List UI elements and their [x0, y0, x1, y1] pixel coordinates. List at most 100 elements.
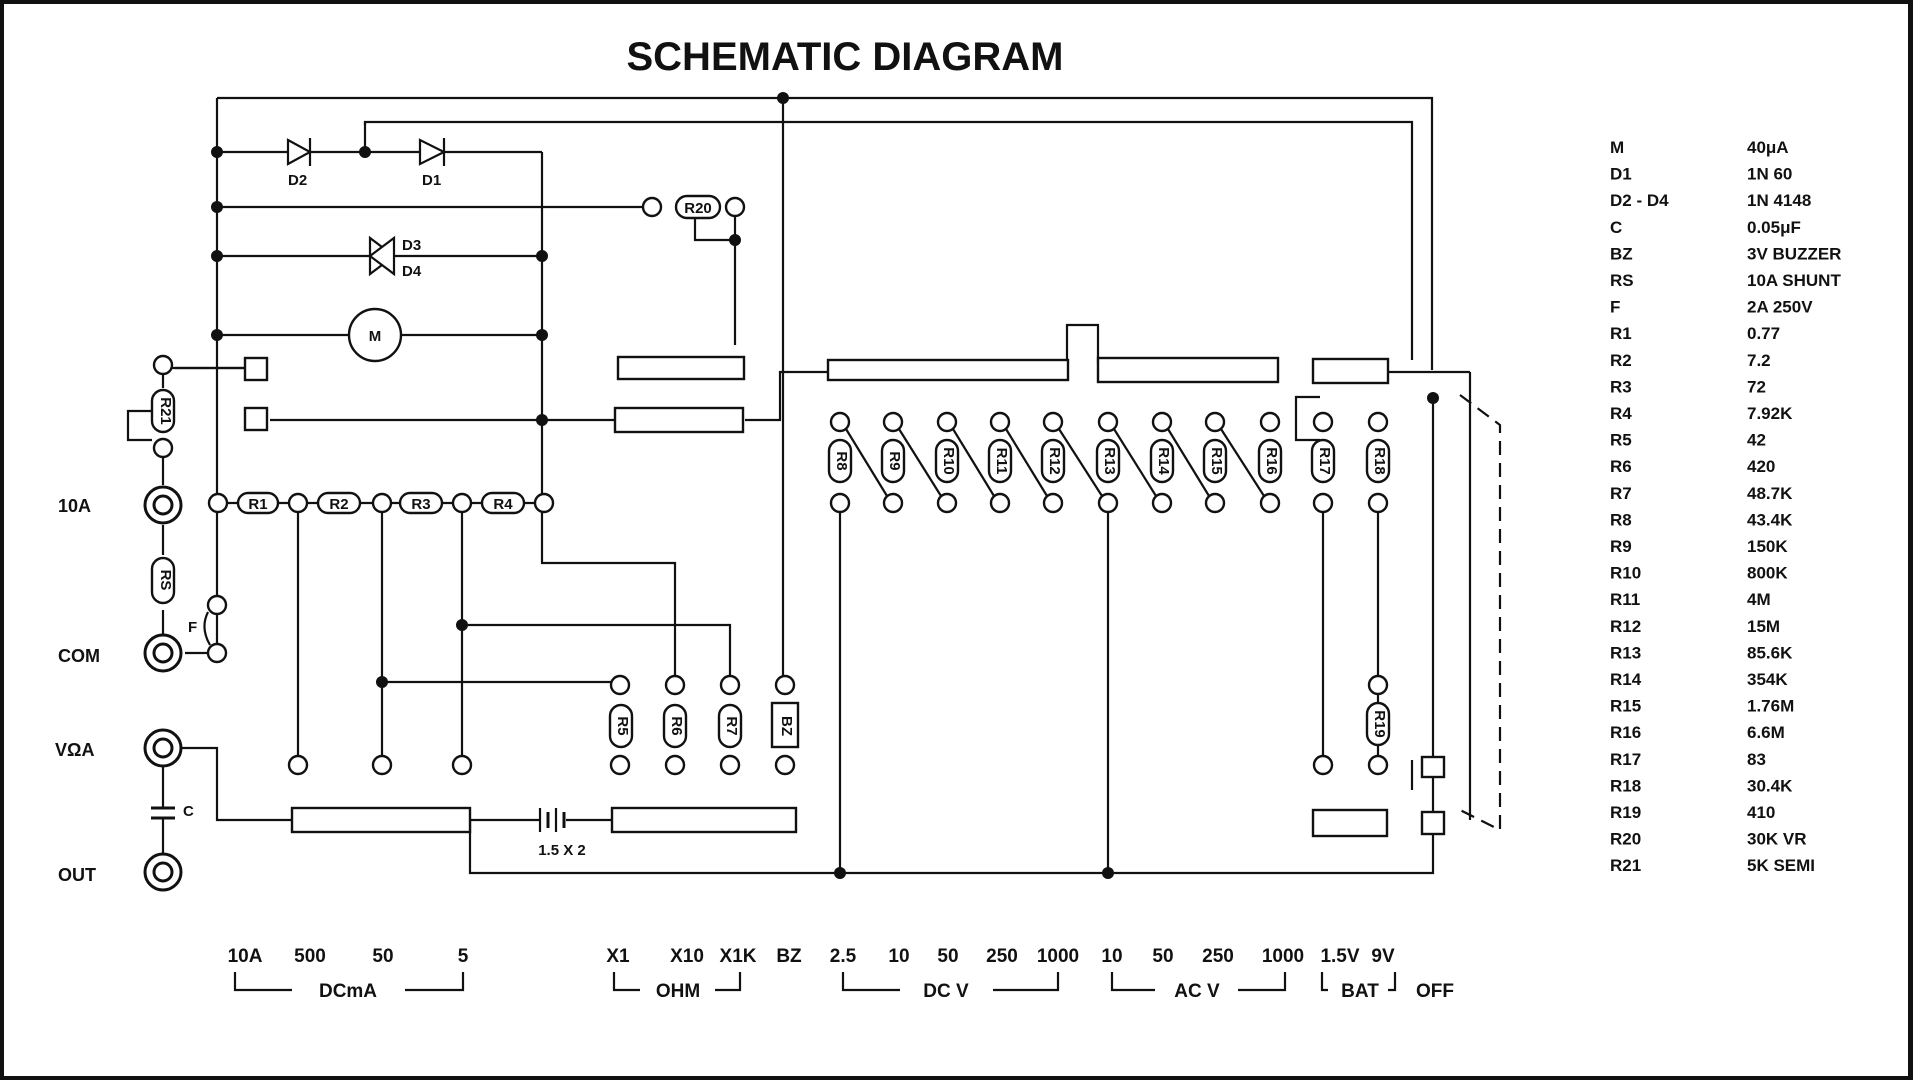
svg-text:BZ: BZ — [778, 716, 795, 736]
svg-text:R6: R6 — [668, 716, 685, 735]
legend-ref: R17 — [1610, 750, 1641, 769]
legend-ref: R7 — [1610, 484, 1632, 503]
legend-value: 42 — [1747, 431, 1766, 450]
resistor-r5: R5 — [608, 674, 634, 776]
legend-ref: R13 — [1610, 643, 1641, 662]
resistor-r15: R15 — [1202, 411, 1265, 514]
contact-strip — [616, 355, 746, 381]
svg-text:1.5V: 1.5V — [1320, 946, 1359, 967]
legend-ref: R8 — [1610, 510, 1632, 529]
resistor-label: R14 — [1155, 447, 1172, 475]
legend-ref: R16 — [1610, 723, 1641, 742]
legend-value: 10A SHUNT — [1747, 271, 1841, 290]
legend-row: R17 83 — [1610, 750, 1766, 769]
svg-text:R1: R1 — [248, 496, 267, 513]
contact-strip — [290, 806, 472, 834]
legend-value: 15M — [1747, 617, 1780, 636]
svg-text:OFF: OFF — [1416, 981, 1454, 1002]
resistor-r9: R9 — [880, 411, 942, 514]
resistor-r6: R6 — [662, 674, 688, 776]
meter-m: M — [347, 307, 403, 363]
svg-text:500: 500 — [294, 946, 326, 967]
legend-value: 85.6K — [1747, 643, 1793, 662]
svg-text:F: F — [188, 619, 197, 636]
legend-value: 83 — [1747, 750, 1766, 769]
resistor-rs: RS — [150, 556, 176, 605]
svg-text:R4: R4 — [493, 496, 513, 513]
legend-value: 420 — [1747, 457, 1775, 476]
range-labels: 10A 500 50 5 DCmA X1 X10 X1K OHM BZ 2.5 … — [228, 946, 1454, 1002]
resistor-r14: R14 — [1149, 411, 1210, 514]
svg-text:50: 50 — [937, 946, 958, 967]
legend-value: 150K — [1747, 537, 1788, 556]
diode-d2: D2 — [286, 138, 313, 189]
contact-strip — [826, 358, 1070, 382]
svg-text:10A: 10A — [228, 946, 263, 967]
legend-ref: C — [1610, 218, 1622, 237]
svg-text:R5: R5 — [614, 716, 631, 735]
resistor-r17: R17 — [1310, 411, 1336, 514]
contact-strip — [613, 406, 745, 434]
jack-voa: VΩA — [55, 728, 183, 768]
resistor-r19: R19 — [1312, 674, 1391, 776]
svg-text:R7: R7 — [723, 716, 740, 735]
svg-text:5: 5 — [458, 946, 469, 967]
resistor-r12: R12 — [1040, 411, 1103, 514]
svg-text:X1K: X1K — [720, 946, 757, 967]
switch-pad — [243, 356, 269, 382]
legend-value: 72 — [1747, 377, 1766, 396]
svg-text:R2: R2 — [329, 496, 348, 513]
svg-text:M: M — [369, 328, 382, 345]
svg-text:10A: 10A — [58, 496, 91, 516]
legend-value: 7.2 — [1747, 351, 1771, 370]
contact-strip — [610, 806, 798, 834]
switch-pad — [243, 406, 269, 432]
svg-text:50: 50 — [372, 946, 393, 967]
legend-ref: R15 — [1610, 697, 1641, 716]
jack-com: COM — [58, 633, 183, 673]
legend-value: 2A 250V — [1747, 298, 1813, 317]
legend-value: 354K — [1747, 670, 1788, 689]
resistor-r13: R13 — [1095, 411, 1157, 514]
switch-contact — [1420, 810, 1446, 836]
legend-value: 410 — [1747, 803, 1775, 822]
svg-text:1000: 1000 — [1262, 946, 1304, 967]
legend-value: 800K — [1747, 564, 1788, 583]
svg-text:R20: R20 — [684, 200, 712, 217]
svg-text:R21: R21 — [157, 397, 174, 425]
svg-text:250: 250 — [1202, 946, 1234, 967]
diode-d3-d4: D3 D4 — [368, 235, 422, 280]
legend-ref: R20 — [1610, 830, 1641, 849]
legend-value: 30K VR — [1747, 830, 1807, 849]
resistor-label: R16 — [1263, 447, 1280, 475]
legend-ref: R3 — [1610, 377, 1632, 396]
legend-value: 4M — [1747, 590, 1771, 609]
svg-text:OUT: OUT — [58, 865, 96, 885]
legend-value: 40μA — [1747, 138, 1789, 157]
svg-text:DC V: DC V — [923, 981, 969, 1002]
legend-value: 30.4K — [1747, 776, 1793, 795]
legend-value: 3V BUZZER — [1747, 244, 1841, 263]
resistor-label: R13 — [1101, 447, 1118, 475]
resistor-r10: R10 — [934, 411, 995, 514]
resistor-label: R12 — [1046, 447, 1063, 475]
legend-ref: R1 — [1610, 324, 1632, 343]
resistor-label: R10 — [940, 447, 957, 475]
resistor-r20: R20 — [641, 194, 746, 242]
contact-strip — [1311, 808, 1389, 838]
svg-text:1000: 1000 — [1037, 946, 1079, 967]
